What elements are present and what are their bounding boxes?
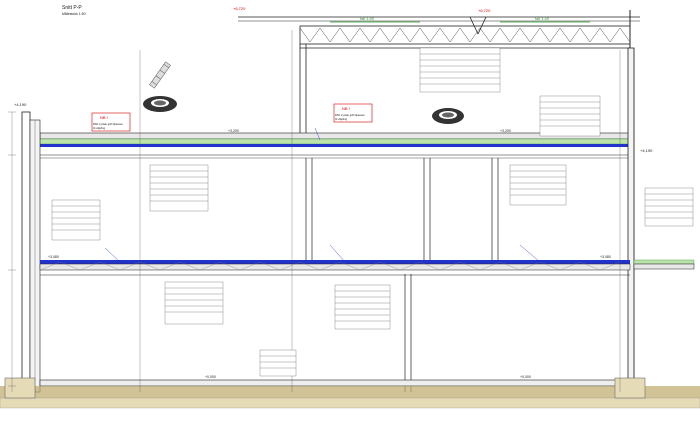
nb-note-mid-line1: RSK 2-plate golf tilpasses	[335, 113, 365, 117]
drawing-title: Snitt P-P	[62, 5, 82, 11]
annotation-block-upper-left	[51, 199, 101, 241]
ground-slab	[0, 377, 700, 409]
annotation-block-ground	[259, 349, 297, 377]
annotation-block-side-right	[644, 187, 694, 227]
nb-note-mid-title: NB !	[342, 106, 350, 111]
exterior-wall-right	[627, 47, 635, 394]
level-ground-right: +0,000	[520, 375, 531, 379]
annotation-block-lower-left	[164, 281, 224, 325]
cable-segment-icon	[149, 61, 171, 89]
nb-note-left-line1: RSK 2-plate golf tilpasses	[93, 122, 123, 126]
level-mid-left: +4,190	[14, 102, 27, 107]
level-roof-mid: +3,200	[500, 129, 511, 133]
nb-note-mid-line2: til utkjoling	[335, 117, 348, 121]
nb-note-left: NB ! RSK 2-plate golf tilpasses til utkj…	[91, 112, 131, 132]
nb-note-left-line2: til utkjoling	[93, 126, 106, 130]
floor-slab	[39, 260, 631, 276]
level-ground-left: +0,000	[205, 375, 216, 379]
dimension-lines	[8, 30, 621, 392]
level-floor1-right: +3,080	[600, 255, 611, 259]
columns	[305, 158, 499, 392]
exterior-wall-left	[21, 111, 41, 393]
drawing-scale: Målestokk 1:50	[62, 12, 86, 16]
fall-label-right: fall 1:40	[535, 16, 550, 21]
nb-note-left-title: NB !	[100, 115, 108, 120]
roof-slab	[39, 132, 631, 159]
annotation-block-roof-right	[419, 47, 501, 93]
blue-leaders	[104, 127, 541, 263]
level-roof-left: +3,200	[228, 129, 239, 133]
annotation-block-upper-right	[509, 164, 567, 206]
terrace-right	[633, 259, 695, 270]
level-mid-right: +4,190	[640, 148, 653, 153]
upper-roof	[238, 10, 640, 135]
annotation-block-lower-mid	[334, 284, 391, 330]
annotation-block-upper-mid	[149, 164, 209, 212]
level-top-right: +6,720	[478, 8, 491, 13]
drain-ring-icon	[432, 108, 464, 124]
nb-note-mid: NB ! RSK 2-plate golf tilpasses til utkj…	[333, 103, 373, 123]
fall-label-left: fall 1:40	[360, 16, 375, 21]
annotation-block-roof-far	[539, 95, 601, 137]
drain-ring-icon	[143, 96, 177, 112]
level-floor1-left: +3,080	[48, 255, 59, 259]
level-top-left: +6,720	[233, 6, 246, 11]
